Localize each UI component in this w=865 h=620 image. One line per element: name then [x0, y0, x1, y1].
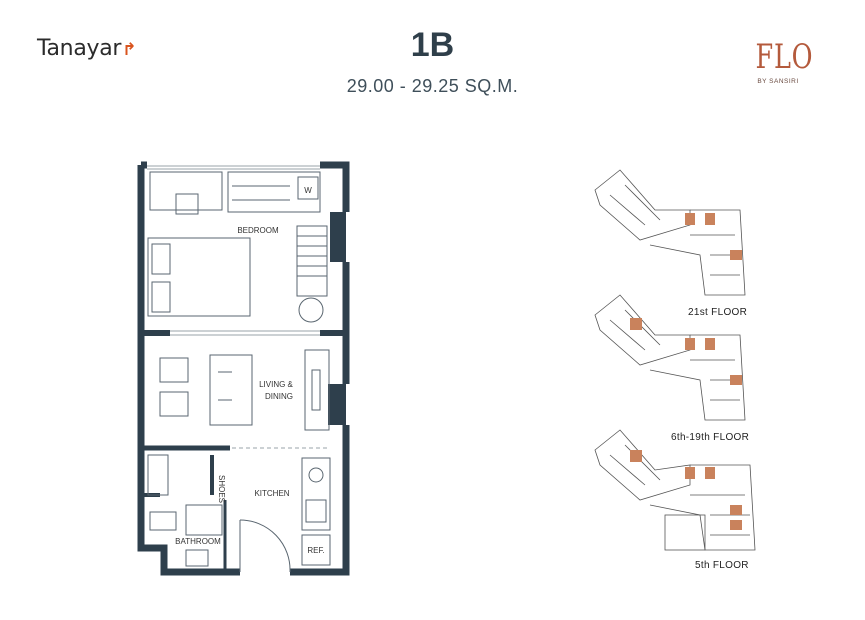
living-label-2: DINING: [265, 392, 293, 401]
key-plan-5th-label: 5th FLOOR: [695, 560, 749, 571]
outer-wall-right-low: [290, 425, 350, 576]
chair-2: [159, 391, 189, 417]
washer-label: W: [304, 186, 312, 195]
balcony-ledge: [227, 171, 321, 213]
basin: [185, 549, 209, 567]
key-plan-21st-label: 21st FLOOR: [688, 307, 748, 318]
pillow-1: [151, 243, 171, 275]
column-top-right: [330, 212, 346, 262]
bathroom-label: BATHROOM: [175, 537, 221, 546]
logo-text: Tanayar: [37, 36, 122, 61]
key-plan-21st: [594, 169, 746, 296]
balcony-stool: [175, 193, 199, 215]
tv-cabinet: [304, 349, 330, 431]
wardrobe: [296, 225, 328, 297]
vanity: [185, 504, 223, 536]
living-label-1: LIVING &: [259, 380, 293, 389]
tanayar-logo: Tanayar↱: [37, 36, 136, 61]
bed: [147, 237, 251, 317]
table-deco: [218, 371, 232, 401]
key-plan-5th: [594, 429, 756, 551]
flo-brand-logo: FLO BY SANSIRI: [748, 40, 813, 85]
column-mid-right: [328, 384, 346, 425]
shower-area: [147, 454, 169, 496]
unit-area-subtitle: 29.00 - 29.25 SQ.M.: [346, 76, 519, 96]
cooktop: [305, 499, 327, 523]
outer-wall-top: [141, 161, 350, 212]
dining-table: [209, 354, 253, 426]
key-plan-6th-19th-label: 6th-19th FLOOR: [671, 432, 750, 443]
shoes-label: SHOES: [217, 475, 226, 503]
washer-box: [297, 176, 319, 200]
bedroom-label: BEDROOM: [237, 226, 279, 235]
kitchen-label: KITCHEN: [254, 489, 289, 498]
key-plan-6th-19th: [594, 294, 746, 421]
sink: [308, 467, 324, 483]
logo-arrow-icon: ↱: [122, 40, 137, 60]
balcony-bench: [149, 171, 223, 211]
wardrobe-lines: [297, 235, 327, 277]
door-swing: [239, 519, 291, 573]
balcony-rail: [232, 185, 290, 201]
kitchen-counter: [301, 457, 331, 531]
pillow-2: [151, 281, 171, 313]
brand-tagline: BY SANSIRI: [757, 78, 799, 85]
unit-type-title: 1B: [410, 26, 455, 64]
sliding-door-bed: [170, 330, 320, 336]
tv: [311, 369, 321, 411]
chair: [298, 297, 324, 323]
window-top: [147, 165, 320, 170]
fridge-label: REF.: [307, 546, 324, 555]
outer-wall-left: [137, 165, 240, 576]
toilet: [149, 511, 177, 531]
fridge: [301, 534, 331, 566]
chair-1: [159, 357, 189, 383]
